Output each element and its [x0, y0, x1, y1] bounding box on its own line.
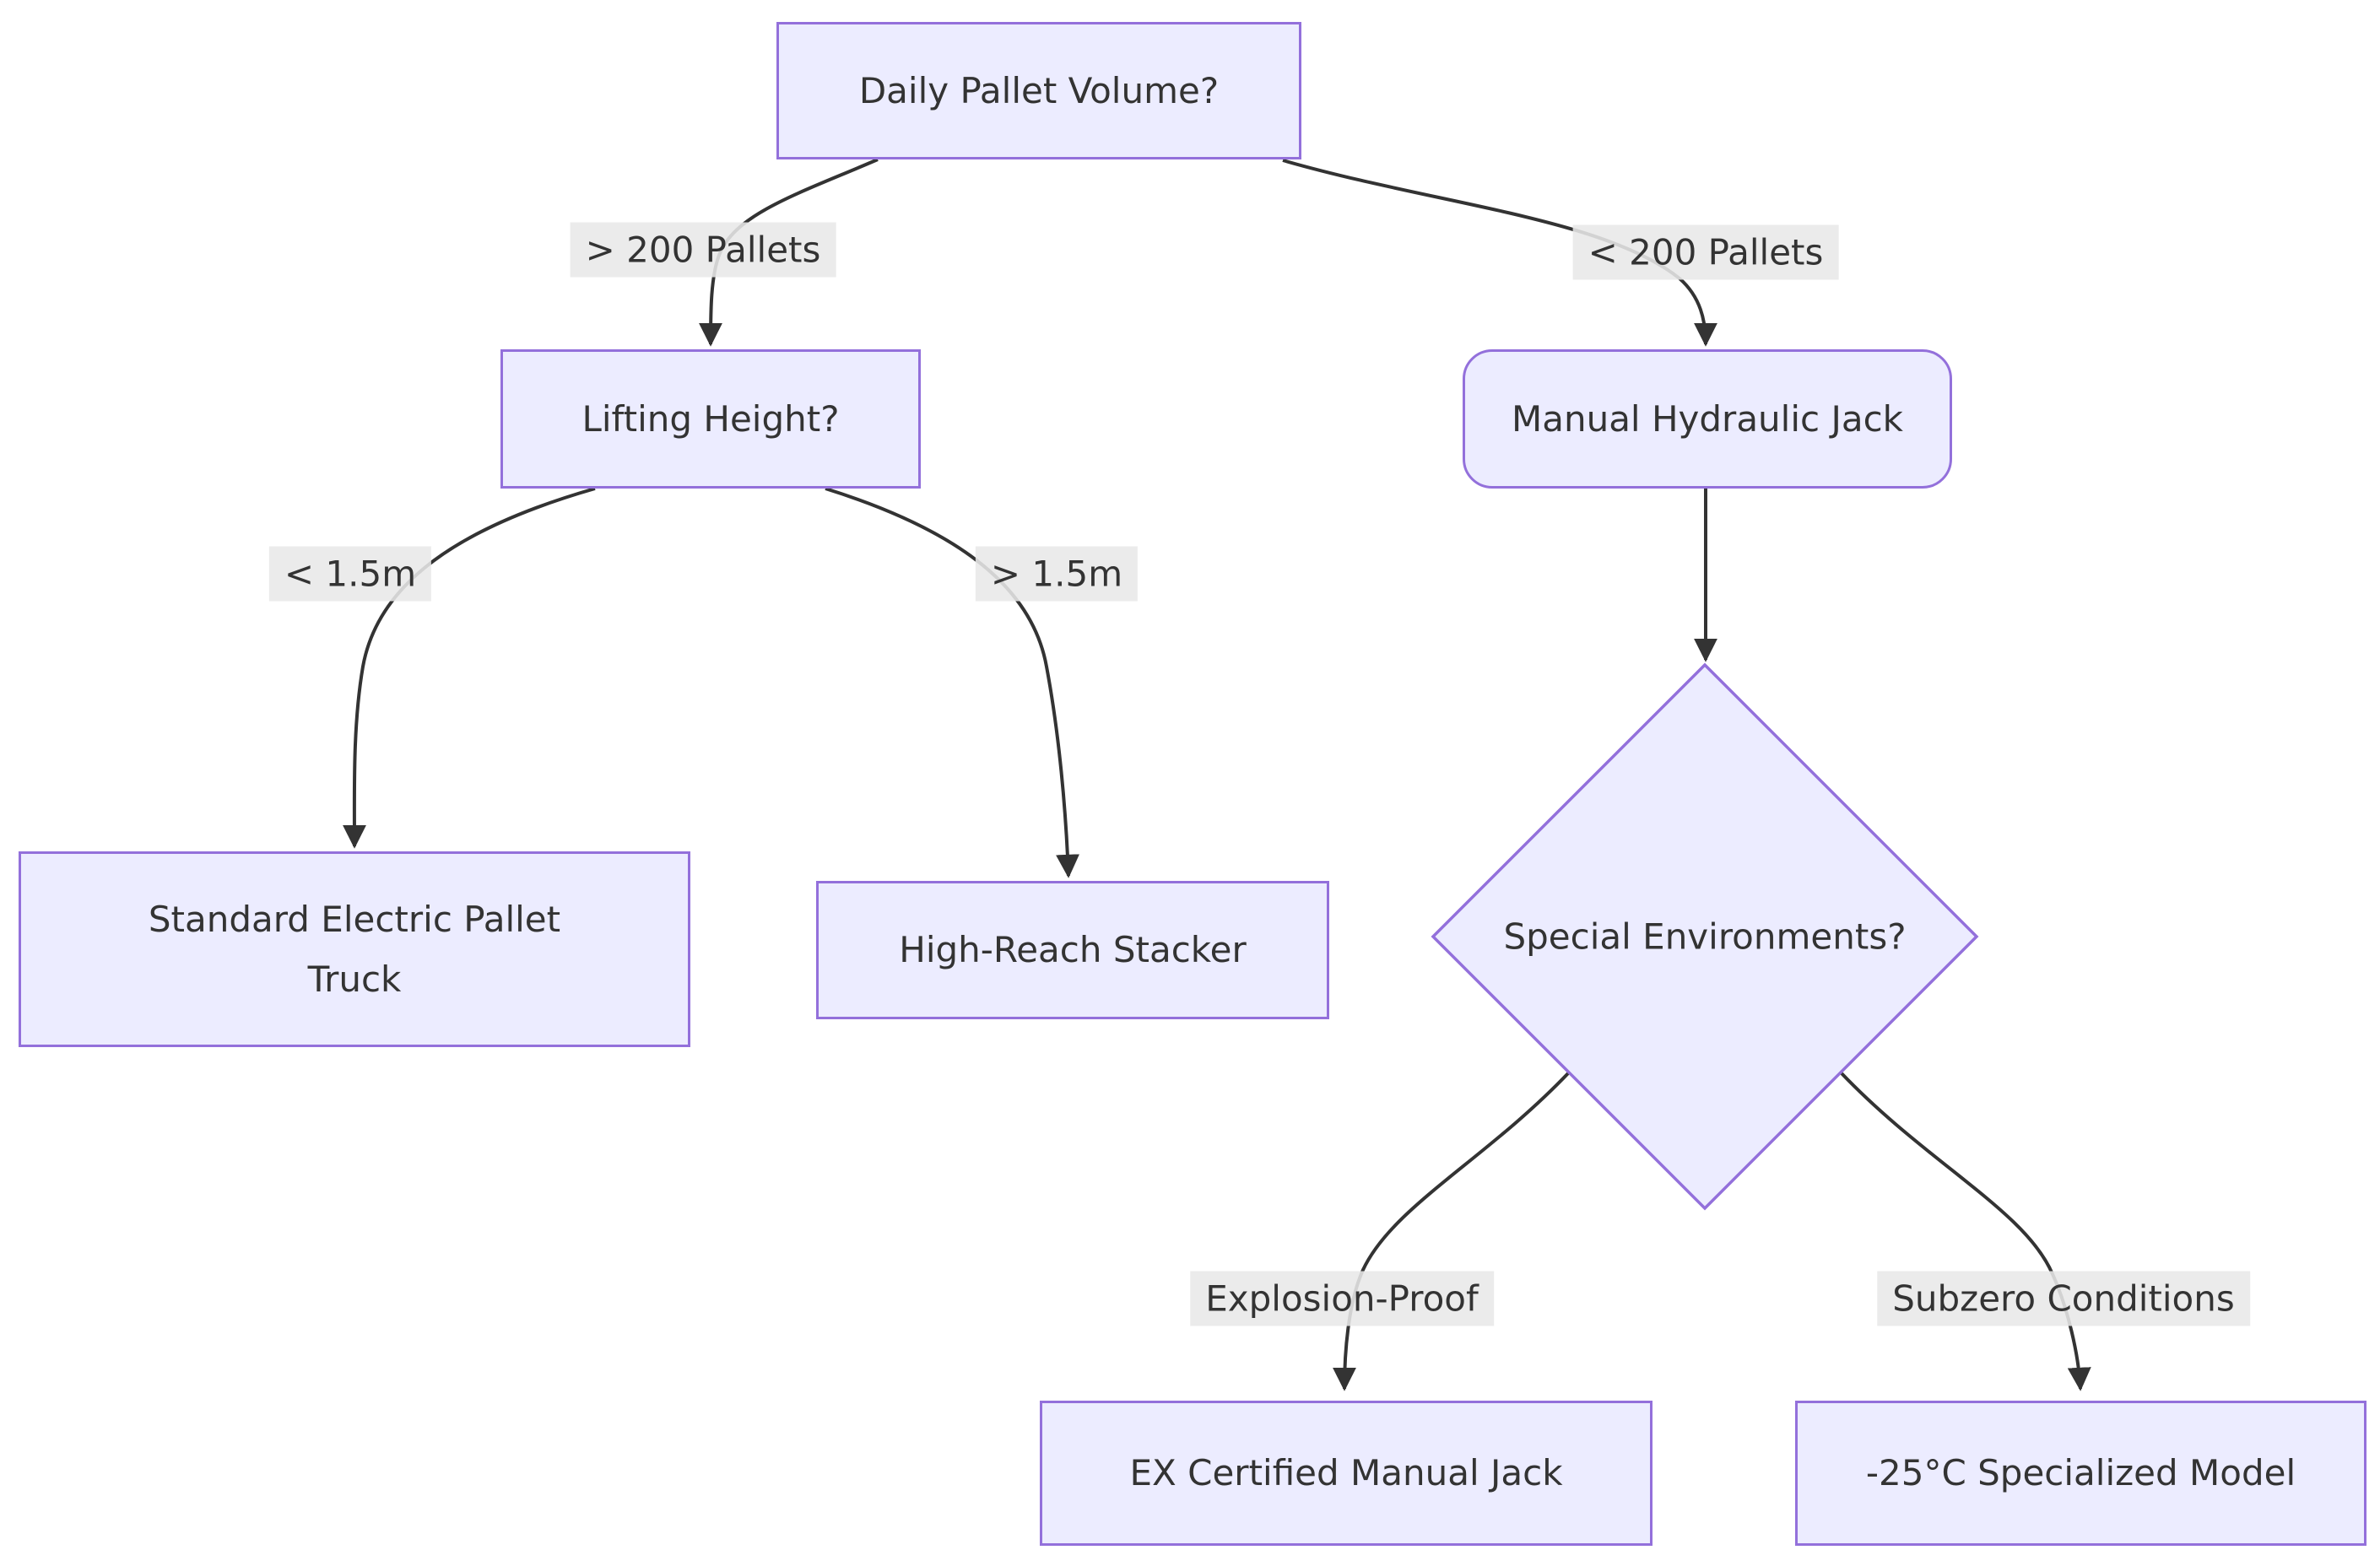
node-manual-hydraulic-jack-label: Manual Hydraulic Jack [1511, 397, 1903, 440]
edge-special-to-ex [1333, 1071, 1571, 1391]
node-subzero-specialized-model-label: -25°C Specialized Model [1865, 1452, 2296, 1494]
node-high-reach-stacker-label: High-Reach Stacker [899, 929, 1247, 971]
node-daily-pallet-volume-label: Daily Pallet Volume? [858, 69, 1220, 111]
edge-label-explosion-proof: Explosion-Proof [1190, 1271, 1494, 1326]
node-subzero-specialized-model: -25°C Specialized Model [1795, 1401, 2366, 1546]
node-daily-pallet-volume: Daily Pallet Volume? [776, 22, 1301, 159]
edge-lifting-to-highreach [825, 487, 1080, 878]
edge-label-gt-1-5m: > 1.5m [975, 546, 1139, 602]
edge-label-lt-1-5m: < 1.5m [268, 546, 432, 602]
node-special-environments-shape [1431, 662, 1979, 1211]
node-high-reach-stacker: High-Reach Stacker [816, 881, 1329, 1019]
node-special-environments-label: Special Environments? [1503, 915, 1907, 958]
node-standard-electric-pallet-truck-label: Standard Electric Pallet Truck [148, 898, 561, 1000]
node-manual-hydraulic-jack: Manual Hydraulic Jack [1463, 349, 1952, 489]
node-ex-certified-manual-jack: EX Certified Manual Jack [1040, 1401, 1652, 1546]
edge-lifting-to-standard [342, 487, 596, 849]
node-lifting-height: Lifting Height? [500, 349, 921, 489]
edge-label-lt-200-pallets: < 200 Pallets [1572, 224, 1839, 280]
node-ex-certified-manual-jack-label: EX Certified Manual Jack [1129, 1452, 1563, 1494]
node-standard-electric-pallet-truck: Standard Electric Pallet Truck [19, 851, 690, 1047]
node-lifting-height-label: Lifting Height? [581, 397, 840, 440]
edge-label-subzero-conditions: Subzero Conditions [1877, 1271, 2250, 1326]
edge-label-gt-200-pallets: > 200 Pallets [570, 222, 836, 278]
edge-special-to-subzero [1839, 1071, 2091, 1391]
